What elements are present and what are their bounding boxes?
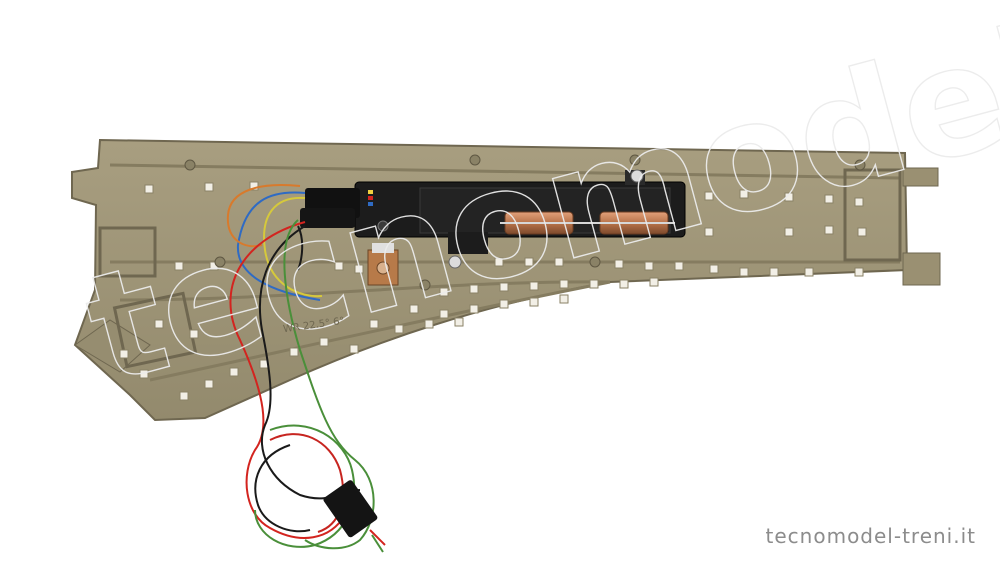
- frame-right-end: [843, 168, 902, 262]
- point-motor-module: [300, 169, 686, 286]
- track-end-tab-right-bottom: [902, 252, 941, 286]
- wire-blue: [236, 191, 321, 301]
- rail-channel-straight-top: [109, 163, 901, 180]
- sleeper-holes: [119, 181, 867, 401]
- motor-screw: [630, 169, 644, 183]
- wire-black-loop: [254, 444, 311, 533]
- wire-orange: [226, 184, 301, 248]
- wire-red: [229, 221, 346, 539]
- wire-black: [258, 225, 361, 500]
- brass-contact-plate: [367, 249, 399, 286]
- wires: [226, 184, 386, 553]
- wire-connector-block: [323, 480, 378, 538]
- track-end-tab-left-diverging: [74, 319, 151, 373]
- rail-channel-diverging-lower: [149, 280, 611, 382]
- motor-clip-left: [448, 232, 488, 254]
- motor-screw: [448, 255, 462, 269]
- screw-bosses: [184, 154, 866, 291]
- frog-frame-left: [98, 226, 157, 278]
- wire-red-loop: [269, 433, 344, 533]
- track-end-tab-right-top: [902, 167, 939, 187]
- rail-channel-diverging: [119, 280, 611, 302]
- wire-green: [283, 219, 375, 550]
- frog-frame-lower: [112, 291, 198, 369]
- wire-yellow: [263, 196, 323, 298]
- caption-text: tecnomodel-treni.it: [765, 524, 976, 548]
